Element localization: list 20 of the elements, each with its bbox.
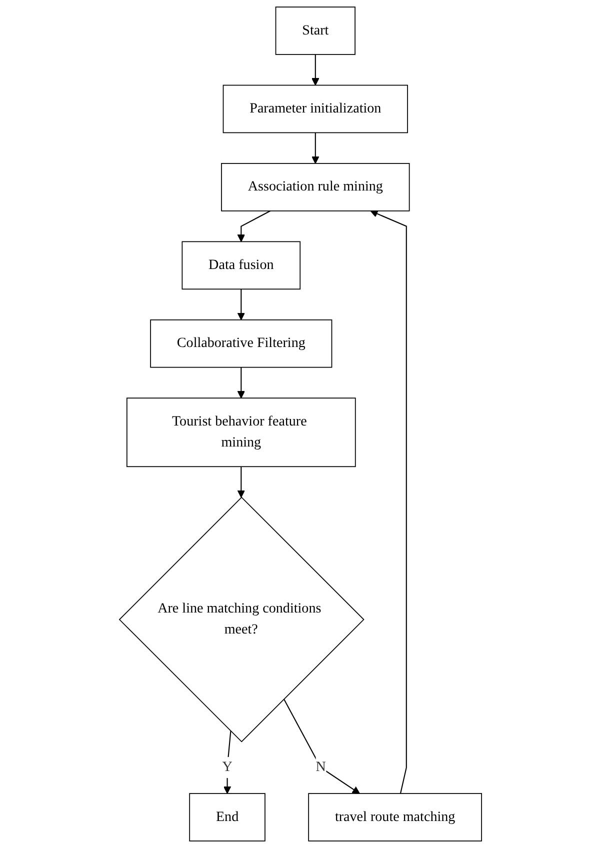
arrow [370, 210, 407, 794]
arrow [223, 731, 232, 794]
node-box: Tourist behavior feature mining [126, 398, 356, 468]
arrow [312, 54, 320, 86]
node-box: Collaborative Filtering [150, 319, 332, 368]
arrow [237, 367, 246, 398]
arrow [237, 210, 271, 242]
edge-label: N [316, 760, 326, 775]
arrow [312, 132, 320, 164]
node-box: Data fusion [182, 241, 301, 290]
node-box: Start [275, 6, 356, 55]
arrow [283, 698, 360, 794]
node-box: End [189, 793, 266, 842]
arrow [237, 289, 246, 320]
arrow [237, 466, 246, 498]
node-diamond: Are line matching conditions meet? [118, 496, 364, 742]
node-box: Association rule mining [221, 163, 410, 212]
edge-label: Y [222, 760, 232, 775]
node-box: travel route matching [308, 793, 482, 842]
node-box: Parameter initialization [222, 84, 408, 134]
